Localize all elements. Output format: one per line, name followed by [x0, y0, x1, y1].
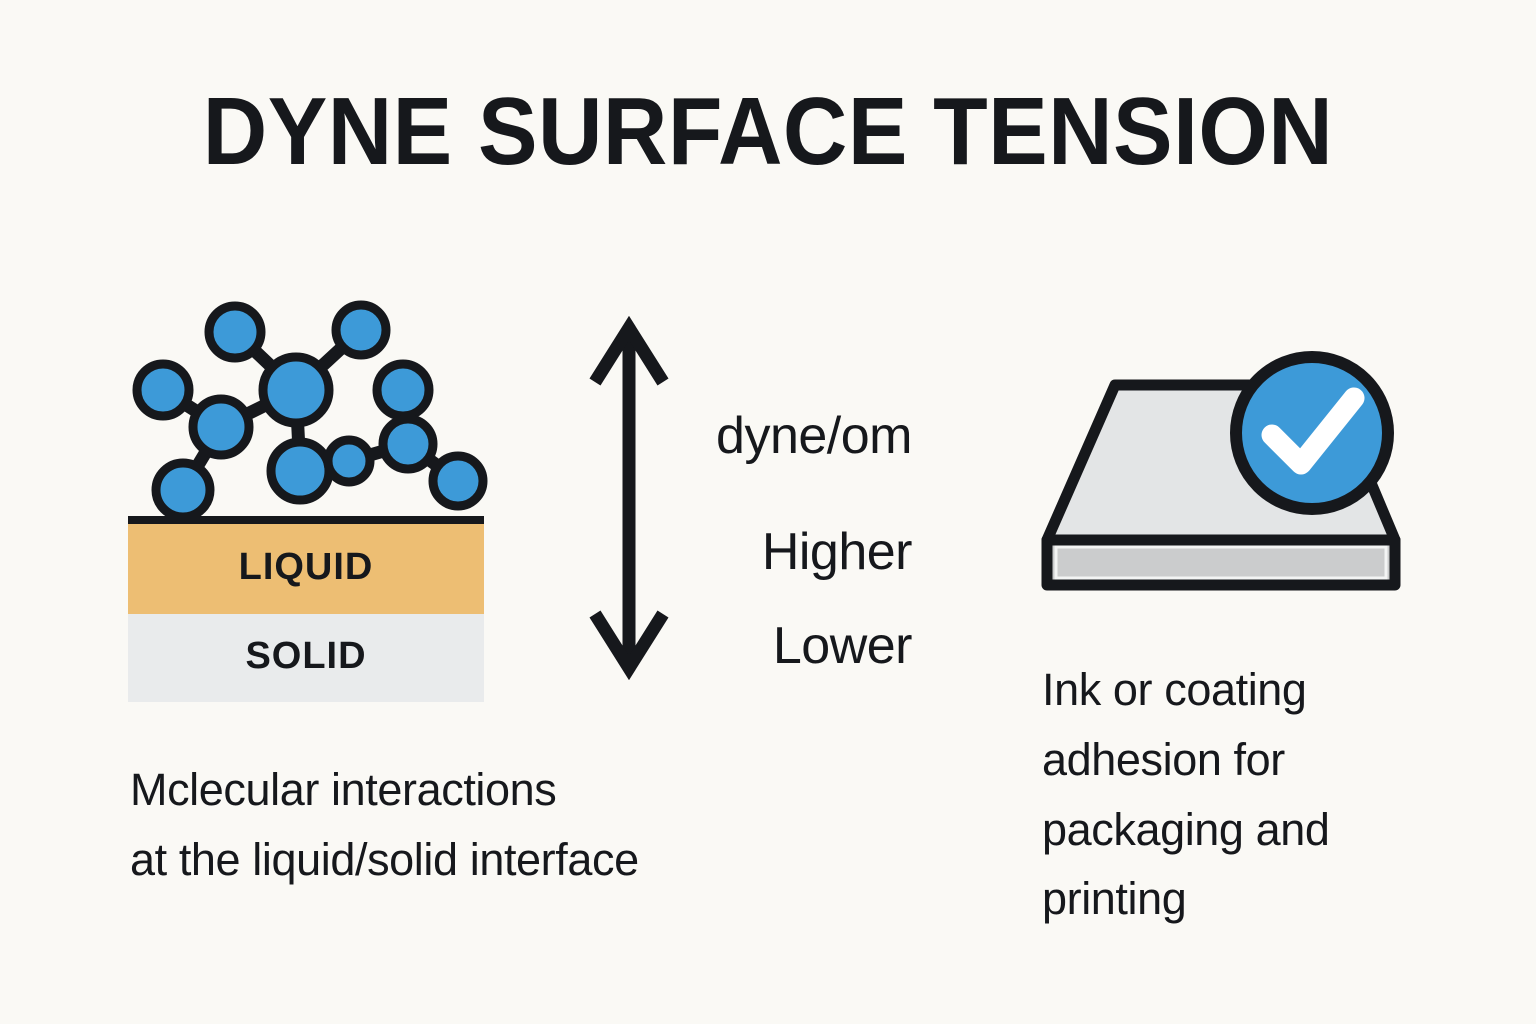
check-mark	[1261, 387, 1365, 475]
right-caption-line-1: Ink or coating	[1042, 664, 1307, 715]
molecule-node	[372, 359, 434, 421]
slab-front-highlight	[1054, 545, 1388, 580]
left-caption-line-2: at the liquid/solid interface	[130, 833, 639, 885]
right-caption: Ink or coating adhesion for packaging an…	[1042, 655, 1462, 934]
molecule-node	[428, 451, 488, 511]
page-title: DYNE SURFACE TENSION	[202, 78, 1334, 185]
solid-layer: SOLID	[128, 614, 484, 702]
liquid-layer: LIQUID	[128, 524, 484, 614]
left-illustration-panel: LIQUID SOLID	[128, 286, 488, 722]
badge-circle	[1230, 351, 1394, 515]
molecule-node	[188, 394, 254, 460]
molecule-node	[258, 352, 334, 428]
unit-label: dyne/om	[716, 407, 912, 465]
arrow-head-up	[589, 315, 669, 386]
molecule-node	[204, 301, 266, 363]
liquid-label: LIQUID	[238, 545, 374, 588]
molecule-node	[331, 300, 391, 360]
right-caption-line-2: adhesion for	[1042, 733, 1285, 785]
dyne-scale-arrow	[580, 315, 690, 681]
lower-label: Lower	[772, 617, 913, 675]
molecular-network-diagram	[132, 300, 488, 522]
check-circle-icon	[1230, 351, 1394, 515]
interface-line	[128, 516, 484, 525]
arrow-head-down	[589, 610, 669, 681]
molecule-node	[151, 458, 215, 522]
substrate-slab-diagram	[1041, 351, 1401, 591]
molecule-node	[266, 437, 334, 505]
molecule-node	[378, 414, 438, 474]
center-label-group: dyne/om Higher Lower	[600, 410, 912, 672]
left-caption-line-1: Mclecular interactions	[130, 764, 557, 815]
right-caption-line-4: printing	[1042, 873, 1187, 925]
solid-label: SOLID	[245, 634, 367, 677]
right-illustration-panel	[1020, 340, 1440, 610]
right-caption-line-3: packaging and	[1042, 803, 1330, 855]
left-caption: Mclecular interactions at the liquid/sol…	[130, 755, 910, 895]
molecule-node-group	[132, 300, 488, 522]
higher-label: Higher	[761, 523, 913, 581]
molecule-node	[323, 435, 375, 487]
slab-front-face	[1041, 534, 1401, 591]
molecule-node	[132, 359, 194, 421]
